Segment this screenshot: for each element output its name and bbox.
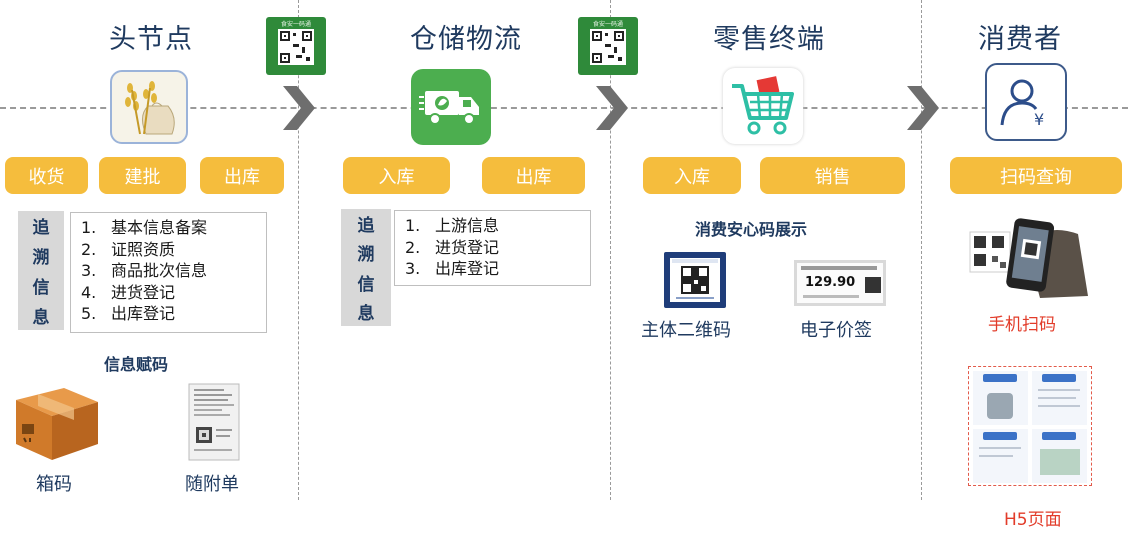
- cardboard-box-icon: [16, 388, 98, 460]
- electronic-price-tag-caption: 电子价签: [800, 320, 872, 341]
- stage-divider-1: [298, 0, 299, 500]
- delivery-truck-icon: [411, 69, 491, 145]
- qr-badge-label: 食安一码通: [592, 21, 623, 28]
- qr-badge-2: 食安一码通: [578, 17, 638, 75]
- action-receive-goods: 收货: [5, 157, 88, 194]
- entity-qr-plaque-icon: [664, 252, 726, 308]
- list-item: 2.进货登记: [405, 237, 500, 257]
- action-inbound: 入库: [343, 157, 450, 194]
- entity-qr-caption: 主体二维码: [641, 320, 731, 341]
- price-tag-price: 129.90: [805, 275, 856, 290]
- chevron-right-icon: [907, 86, 939, 130]
- qr-code-icon: [278, 29, 314, 65]
- stage-divider-3: [921, 0, 922, 500]
- action-inbound: 入库: [643, 157, 741, 194]
- mobile-scan-caption: 手机扫码: [988, 315, 1056, 335]
- svg-text:¥: ¥: [1034, 110, 1044, 129]
- action-scan-query: 扫码查询: [950, 157, 1122, 194]
- electronic-price-tag: 129.90: [794, 260, 886, 306]
- flow-dashed-line: [0, 107, 1128, 109]
- box-code-caption: 箱码: [36, 474, 72, 495]
- trace-info-label: 追 溯 信 息: [18, 211, 64, 330]
- attached-sheet-icon: [188, 383, 240, 461]
- logistics-trace-list: 1.上游信息 2.进货登记 3.出库登记: [394, 210, 591, 286]
- stage-title-warehouse-logistics: 仓储物流: [410, 24, 522, 55]
- action-sales: 销售: [760, 157, 905, 194]
- info-coding-title: 信息赋码: [104, 355, 169, 374]
- list-item: 5.出库登记: [81, 304, 176, 323]
- chevron-right-icon: [283, 86, 315, 130]
- attached-sheet-caption: 随附单: [185, 474, 239, 495]
- shopping-cart-icon: [723, 68, 803, 144]
- chevron-right-icon: [596, 86, 628, 130]
- h5-page-preview: [968, 366, 1092, 486]
- list-item: 2.证照资质: [81, 239, 176, 259]
- stage-title-retail-terminal: 零售终端: [713, 24, 825, 55]
- stage-divider-2: [610, 0, 611, 500]
- list-item: 1.基本信息备案: [81, 218, 208, 237]
- retail-display-title: 消费安心码展示: [695, 220, 808, 239]
- list-item: 4.进货登记: [81, 282, 176, 302]
- action-outbound: 出库: [200, 157, 284, 194]
- h5-page-caption: H5页面: [1004, 510, 1062, 530]
- action-outbound: 出库: [482, 157, 585, 194]
- list-item: 3.出库登记: [405, 259, 500, 278]
- list-item: 3.商品批次信息: [81, 261, 208, 280]
- head-trace-list: 1.基本信息备案 2.证照资质 3.商品批次信息 4.进货登记 5.出库登记: [70, 212, 267, 333]
- list-item: 1.上游信息: [405, 216, 500, 235]
- phone-scan-icon: [969, 218, 1088, 298]
- trace-info-label: 追 溯 信 息: [341, 209, 391, 326]
- qr-badge-1: 食安一码通: [266, 17, 326, 75]
- qr-badge-label: 食安一码通: [280, 21, 311, 28]
- action-create-batch: 建批: [99, 157, 186, 194]
- consumer-user-icon: ¥: [985, 63, 1067, 141]
- stage-title-head-node: 头节点: [109, 24, 193, 55]
- qr-code-icon: [590, 29, 626, 65]
- wheat-sack-icon: [110, 70, 188, 144]
- stage-title-consumer: 消费者: [978, 24, 1062, 55]
- qr-code-icon: [865, 277, 881, 293]
